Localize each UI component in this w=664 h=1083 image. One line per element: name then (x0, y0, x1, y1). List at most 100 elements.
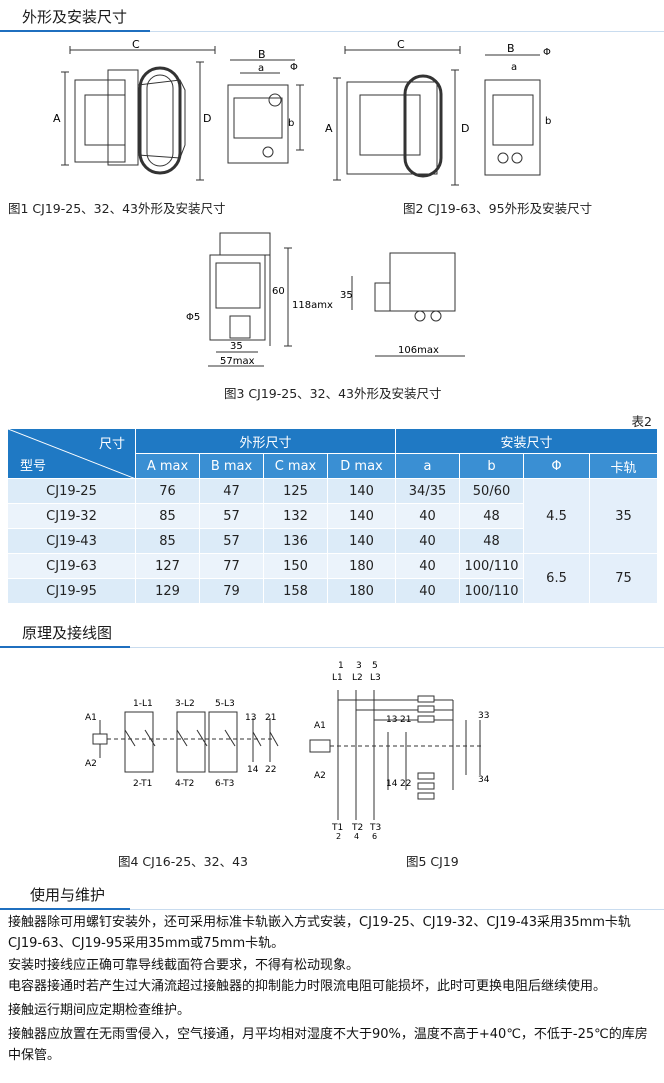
cell-phi-small: 4.5 (523, 478, 591, 554)
fig2-label-a: A (325, 122, 333, 135)
cell-c: 132 (263, 503, 328, 529)
cell-ia: 40 (395, 578, 461, 604)
fig5-label-5: 5 (372, 661, 378, 671)
table-row: CJ19-95 129 79 158 180 40 100/110 (7, 578, 658, 604)
fig2-label-phi: Φ (543, 47, 551, 58)
fig4-label-l1: 1-L1 (133, 699, 153, 709)
cell-a: 129 (135, 578, 200, 604)
usage-paragraph-4: 接触运行期间应定期检查维护。 (8, 1003, 191, 1018)
cell-ib: 48 (459, 528, 525, 554)
fig3-label-118: 118amx (292, 300, 333, 311)
fig5-label-l3: L3 (370, 673, 381, 683)
fig4-label-t2: 4-T2 (175, 779, 194, 789)
cell-b: 77 (199, 553, 264, 579)
fig5-label-3: 3 (356, 661, 362, 671)
cell-b: 79 (199, 578, 264, 604)
fig1-label-phi: Φ (290, 62, 298, 73)
fig1-label-d: D (203, 112, 211, 125)
fig5-label-a2: A2 (314, 771, 326, 781)
fig5-label-t2: T2 (351, 823, 363, 833)
usage-paragraph-3: 电容器接通时若产生过大涌流超过接触器的抑制能力时限流电阻可能损坏，此时可更换电阻… (8, 979, 607, 994)
fig1-label-a: A (53, 112, 61, 125)
fig4-label-l2: 3-L2 (175, 699, 195, 709)
cell-d: 140 (326, 503, 397, 529)
fig1-label-b-small: b (288, 118, 294, 129)
fig5-label-33: 33 (478, 711, 489, 721)
usage-paragraph-2: 安装时接线应正确可靠导线截面符合要求，不得有松动现象。 (8, 958, 360, 973)
figure-2-drawing: C A D B a b Φ (325, 40, 551, 186)
fig4-label-a2: A2 (85, 759, 97, 769)
fig4-label-l3: 5-L3 (215, 699, 235, 709)
figure-5-caption: 图5 CJ19 (406, 854, 459, 869)
figure-3-drawing: 60 118amx Φ5 35 57max 35 106max (186, 232, 465, 367)
wiring-title: 原理及接线图 (22, 624, 113, 642)
fig4-label-13: 13 (245, 713, 256, 723)
col-b-max: B max (199, 453, 264, 479)
cell-ib: 50/60 (459, 478, 525, 504)
fig2-label-a-small: a (511, 62, 517, 73)
cell-model: CJ19-63 (7, 553, 136, 579)
cell-a: 127 (135, 553, 200, 579)
usage-title: 使用与维护 (30, 886, 106, 904)
cell-model: CJ19-43 (7, 528, 136, 554)
table-corner-header: 尺寸 型号 (7, 428, 136, 479)
col-a: a (395, 453, 461, 479)
table-label: 表2 (631, 414, 652, 429)
fig4-label-t1: 2-T1 (133, 779, 152, 789)
header-rule (0, 909, 664, 910)
col-c-max: C max (263, 453, 328, 479)
header-accent (0, 30, 150, 32)
wiring-section-header: 原理及接线图 (0, 622, 664, 648)
header-accent (0, 646, 130, 648)
cell-d: 140 (326, 478, 397, 504)
fig2-label-b-small: b (545, 116, 551, 127)
fig3-label-35: 35 (230, 341, 243, 352)
fig3-label-phi5: Φ5 (186, 312, 200, 323)
fig3-label-35b: 35 (340, 290, 353, 301)
dimensions-section-header: 外形及安装尺寸 (0, 6, 664, 32)
cell-ia: 40 (395, 553, 461, 579)
fig4-label-14: 14 (247, 765, 259, 775)
col-d-max: D max (326, 453, 397, 479)
cell-rail-small: 35 (589, 478, 659, 554)
cell-b: 57 (199, 528, 264, 554)
group-outline-header: 外形尺寸 (134, 428, 397, 454)
cell-d: 140 (326, 528, 397, 554)
figure-4-caption: 图4 CJ16-25、32、43 (118, 854, 248, 869)
cell-ia: 34/35 (395, 478, 461, 504)
fig5-label-a1: A1 (314, 721, 326, 731)
table-row: CJ19-25 76 47 125 140 34/35 50/60 4.5 35 (7, 478, 659, 554)
fig5-label-13: 13 (386, 715, 397, 725)
cell-d: 180 (326, 553, 397, 579)
fig5-label-t1: T1 (331, 823, 343, 833)
spec-table: 尺寸 型号 外形尺寸 安装尺寸 A max B max C max D max … (7, 428, 659, 604)
col-a-max: A max (135, 453, 200, 479)
fig5-label-6: 6 (372, 832, 377, 840)
cell-rail-large: 75 (589, 553, 659, 604)
cell-ib: 100/110 (459, 578, 525, 604)
table-row: CJ19-63 127 77 150 180 40 100/110 6.5 75 (7, 553, 659, 604)
fig5-label-2: 2 (336, 832, 341, 840)
cell-b: 47 (199, 478, 264, 504)
header-rule (0, 647, 664, 648)
cell-model: CJ19-95 (7, 578, 136, 604)
cell-ia: 40 (395, 528, 461, 554)
fig5-label-21: 21 (400, 715, 411, 725)
fig3-label-60: 60 (272, 286, 285, 297)
figure-4-drawing: A1 A2 1-L1 3-L2 5-L3 2-T1 4-T2 6-T3 13 2… (85, 699, 279, 789)
table-row: CJ19-43 85 57 136 140 40 48 (7, 528, 658, 554)
corner-diagonal (8, 429, 136, 479)
col-rail: 卡轨 (589, 453, 659, 479)
header-accent (0, 908, 130, 910)
group-install-header: 安装尺寸 (395, 428, 659, 454)
cell-b: 57 (199, 503, 264, 529)
cell-a: 85 (135, 528, 200, 554)
fig2-label-d: D (461, 122, 469, 135)
fig4-label-21: 21 (265, 713, 276, 723)
corner-bottom-label: 型号 (20, 459, 47, 474)
cell-ib: 100/110 (459, 553, 525, 579)
fig5-label-34: 34 (478, 775, 490, 785)
fig5-label-4: 4 (354, 832, 359, 840)
figure-1-caption: 图1 CJ19-25、32、43外形及安装尺寸 (8, 201, 226, 216)
dimensions-title: 外形及安装尺寸 (22, 8, 128, 26)
